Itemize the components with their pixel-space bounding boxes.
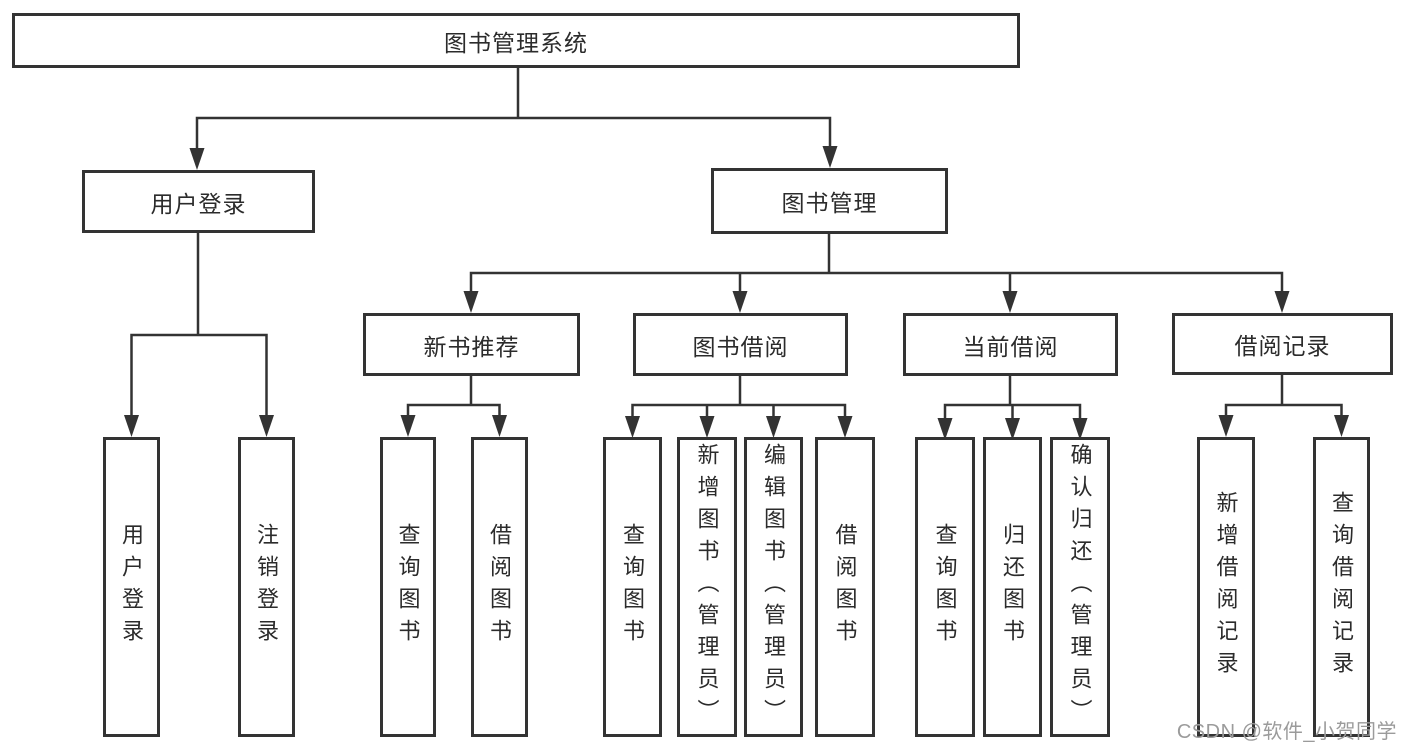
- node-book-borrow: 图书借阅: [633, 313, 848, 376]
- leaf-label: 借阅图书: [832, 523, 858, 651]
- leaf-query-books-recommend: 查询图书: [380, 437, 436, 737]
- connector-lines: [130, 66, 1343, 424]
- node-borrow-records: 借阅记录: [1172, 313, 1393, 375]
- node-label: 借阅记录: [1234, 333, 1331, 359]
- leaf-label: 注销登录: [254, 523, 280, 651]
- leaf-confirm-return-admin: 确认归还（管理员）: [1050, 437, 1110, 737]
- leaf-label: 查询图书: [395, 523, 421, 651]
- watermark: CSDN @软件_小贺同学: [1176, 721, 1397, 743]
- leaf-label: 确认归还（管理员）: [1067, 443, 1093, 731]
- node-label: 新书推荐: [423, 333, 520, 360]
- node-user-login: 用户登录: [82, 170, 315, 233]
- leaf-user-login: 用户登录: [103, 437, 160, 737]
- leaf-label: 查询图书: [932, 523, 958, 651]
- leaf-label: 查询图书: [620, 523, 646, 651]
- node-label: 图书管理系统: [444, 29, 588, 56]
- node-label: 图书管理: [781, 190, 878, 216]
- connector-arrowheads: [124, 146, 1349, 440]
- node-label: 图书借阅: [692, 333, 789, 360]
- node-new-book-recommend: 新书推荐: [363, 313, 580, 376]
- leaf-label: 新增图书（管理员）: [694, 443, 720, 731]
- leaf-label: 查询借阅记录: [1329, 491, 1355, 683]
- leaf-label: 新增借阅记录: [1213, 491, 1239, 683]
- leaf-edit-books-admin: 编辑图书（管理员）: [744, 437, 803, 737]
- leaf-query-books-borrow: 查询图书: [603, 437, 662, 737]
- node-label: 用户登录: [150, 190, 247, 217]
- leaf-query-books-current: 查询图书: [915, 437, 975, 737]
- node-root-system: 图书管理系统: [12, 13, 1020, 68]
- leaf-label: 用户登录: [119, 523, 145, 651]
- leaf-return-books: 归还图书: [983, 437, 1042, 737]
- leaf-label: 借阅图书: [487, 523, 513, 651]
- node-label: 当前借阅: [962, 333, 1059, 360]
- leaf-label: 归还图书: [1000, 523, 1026, 651]
- leaf-borrow-books: 借阅图书: [815, 437, 875, 737]
- node-current-borrow: 当前借阅: [903, 313, 1118, 376]
- leaf-add-books-admin: 新增图书（管理员）: [677, 437, 737, 737]
- leaf-borrow-books-recommend: 借阅图书: [471, 437, 528, 737]
- leaf-query-borrow-record: 查询借阅记录: [1313, 437, 1370, 737]
- leaf-add-borrow-record: 新增借阅记录: [1197, 437, 1255, 737]
- leaf-label: 编辑图书（管理员）: [761, 443, 787, 731]
- node-book-management: 图书管理: [711, 168, 948, 234]
- leaf-logout: 注销登录: [238, 437, 295, 737]
